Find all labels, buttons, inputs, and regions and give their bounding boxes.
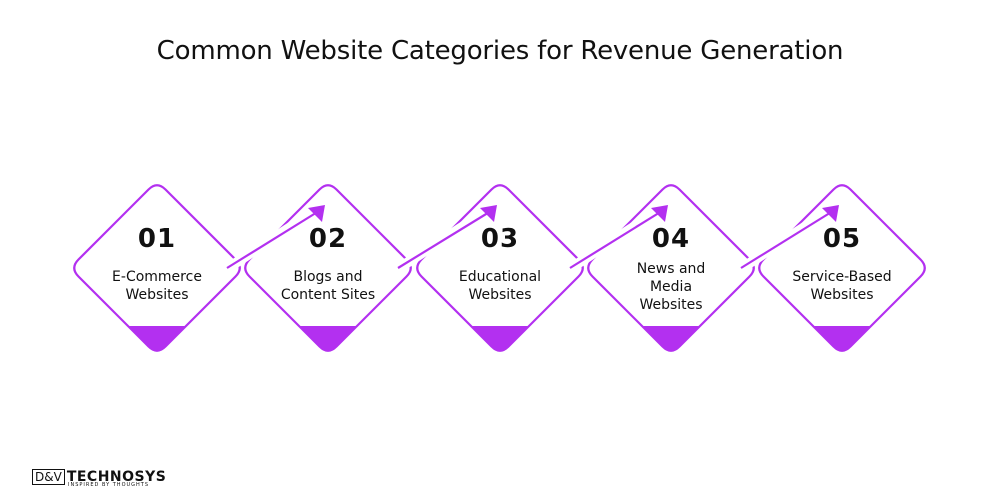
logo-brand: TECHNOSYS [66, 469, 167, 485]
step-diamond-outline [758, 184, 926, 352]
step-number: 05 [822, 224, 862, 254]
connector-arrow-line [569, 210, 663, 269]
step-number: 03 [480, 224, 520, 254]
connector-arrow-line [397, 210, 492, 269]
step-diamond-outline [587, 184, 755, 352]
connector-arrow-head [308, 205, 325, 222]
step-4: 04 News and Media Websites [596, 224, 746, 314]
step-diamond-outline [73, 184, 241, 352]
page-title: Common Website Categories for Revenue Ge… [156, 36, 844, 66]
step-number: 02 [308, 224, 348, 254]
step-label: News and Media Websites [636, 261, 706, 313]
step-3: 03 Educational Websites [425, 224, 575, 304]
connector-arrow-head [651, 205, 668, 222]
step-2: 02 Blogs and Content Sites [253, 224, 403, 304]
step-label: Blogs and Content Sites [280, 269, 376, 303]
step-5: 05 Service-Based Websites [767, 224, 917, 304]
step-label: Service-Based Websites [792, 269, 892, 303]
logo-mark: D&V [32, 469, 65, 485]
step-number: 04 [651, 224, 691, 254]
step-1: 01 E-Commerce Websites [82, 224, 232, 304]
connector-arrow-head [822, 205, 839, 222]
connector-arrow-head [480, 205, 497, 222]
step-label: Educational Websites [458, 269, 542, 303]
logo-tagline: INSPIRED BY THOUGHTS [68, 482, 150, 488]
connector-arrow-line [226, 210, 320, 269]
step-diamond-outline [244, 184, 412, 352]
step-number: 01 [137, 224, 177, 254]
step-diamond-outline [416, 184, 584, 352]
connector-arrow-line [740, 210, 834, 269]
step-label: E-Commerce Websites [112, 269, 202, 303]
